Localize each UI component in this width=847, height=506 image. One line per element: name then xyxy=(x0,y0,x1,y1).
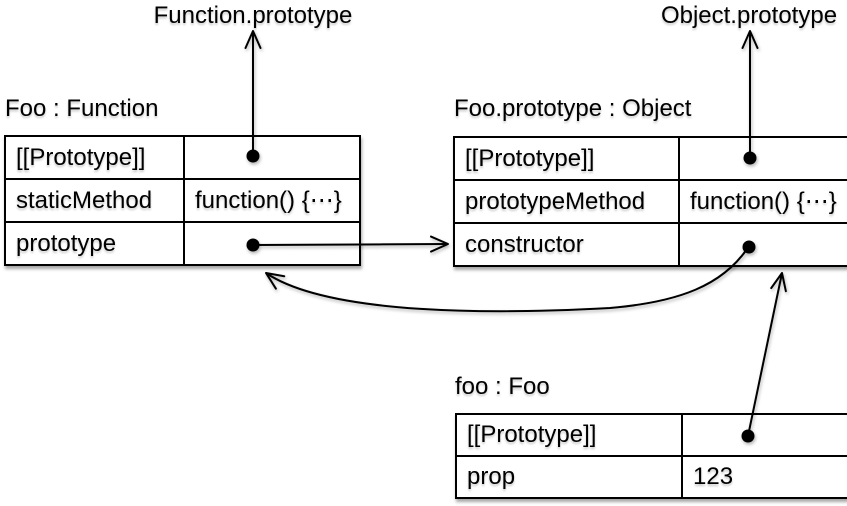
table-foo-prototype: [[Prototype]] prototypeMethod function()… xyxy=(453,136,847,267)
table-foo-instance: [[Prototype]] prop 123 xyxy=(455,413,847,499)
property-name-cell: [[Prototype]] xyxy=(4,135,185,180)
property-value-cell xyxy=(183,221,361,266)
property-value-cell xyxy=(678,222,847,267)
property-name-cell: prop xyxy=(455,455,683,499)
property-name-cell: [[Prototype]] xyxy=(455,413,683,457)
property-name-cell: prototype xyxy=(4,221,185,266)
property-value-cell xyxy=(678,136,847,181)
property-name-cell: constructor xyxy=(453,222,680,267)
table-row: [[Prototype]] xyxy=(4,135,361,180)
property-value-cell xyxy=(681,413,847,457)
table-row: constructor xyxy=(453,222,847,267)
property-value-cell: function() {⋯} xyxy=(678,179,847,224)
table-title-foo-prototype: Foo.prototype : Object xyxy=(454,95,692,122)
arrow-fooinstance-to-fooprototype xyxy=(747,272,787,437)
table-row: prototypeMethod function() {⋯} xyxy=(453,179,847,224)
property-name-cell: staticMethod xyxy=(4,178,185,223)
table-row: prop 123 xyxy=(455,455,847,499)
label-object-prototype: Object.prototype xyxy=(660,2,838,29)
table-title-foo-instance: foo : Foo xyxy=(455,373,550,400)
property-value-cell: function() {⋯} xyxy=(183,178,361,223)
table-title-foo-function: Foo : Function xyxy=(5,95,159,122)
table-row: staticMethod function() {⋯} xyxy=(4,178,361,223)
property-value-cell xyxy=(183,135,361,180)
table-row: prototype xyxy=(4,221,361,266)
property-name-cell: [[Prototype]] xyxy=(453,136,680,181)
property-name-cell: prototypeMethod xyxy=(453,179,680,224)
table-row: [[Prototype]] xyxy=(455,413,847,457)
table-row: [[Prototype]] xyxy=(453,136,847,181)
table-foo-function: [[Prototype]] staticMethod function() {⋯… xyxy=(4,135,361,266)
property-value-cell: 123 xyxy=(681,455,847,499)
label-function-prototype: Function.prototype xyxy=(153,2,353,29)
